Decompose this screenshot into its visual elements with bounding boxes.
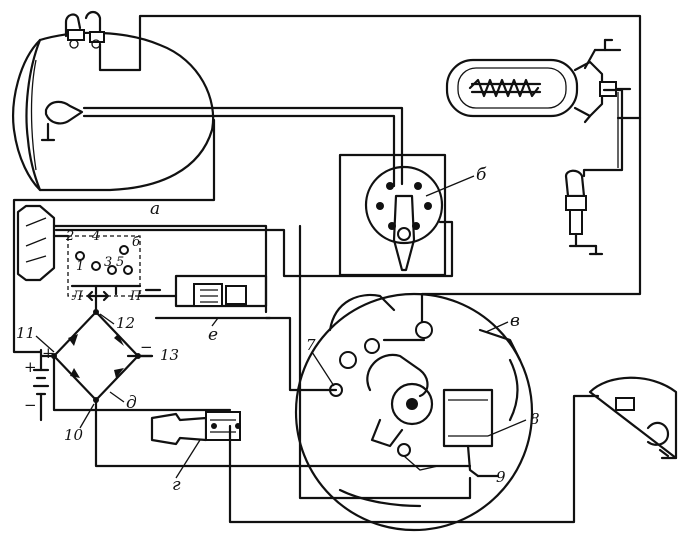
label-d: д (126, 393, 137, 413)
switch-terminal-right: П (129, 289, 142, 304)
label-12: 12 (116, 314, 135, 332)
generator-g (150, 411, 241, 446)
label-e: е (208, 325, 218, 345)
switch-terminal-2: 2 (65, 229, 74, 244)
label-11: 11 (16, 324, 35, 342)
label-v: в (510, 311, 520, 331)
label-13: 13 (160, 346, 179, 364)
switch-terminal-5: 5 (116, 255, 124, 270)
battery-plus: + (24, 358, 37, 376)
label-a: а (150, 199, 160, 219)
ignition-switch-b (338, 153, 447, 277)
switch-terminal-6: б (132, 235, 140, 250)
headlamp (12, 10, 215, 192)
ignition-coil (445, 38, 632, 124)
switch-terminal-4: 4 (91, 229, 100, 244)
label-b: б (476, 165, 487, 185)
wiring (12, 14, 642, 524)
label-g: г (172, 475, 181, 495)
spark-plug-cap (564, 169, 604, 256)
light-switch-a (67, 235, 142, 302)
switch-terminal-1: 1 (76, 259, 84, 274)
battery-icon (32, 348, 50, 422)
bridge-minus: − (140, 338, 153, 356)
switch-terminal-left: Л (71, 289, 84, 304)
side-lamp (16, 204, 56, 282)
regulator-e (154, 274, 272, 320)
switch-terminal-3: 3 (104, 255, 112, 270)
battery-minus: − (24, 396, 37, 414)
label-9: 9 (496, 468, 506, 486)
bridge-plus: + (42, 344, 55, 362)
rear-lamp (588, 376, 678, 460)
magneto-stator (294, 292, 534, 532)
label-7: 7 (306, 336, 316, 354)
labels: а б в г д е 7 8 9 10 11 12 13 2 1 3 4 5 … (16, 165, 540, 495)
label-8: 8 (530, 410, 540, 428)
label-10: 10 (64, 426, 84, 444)
